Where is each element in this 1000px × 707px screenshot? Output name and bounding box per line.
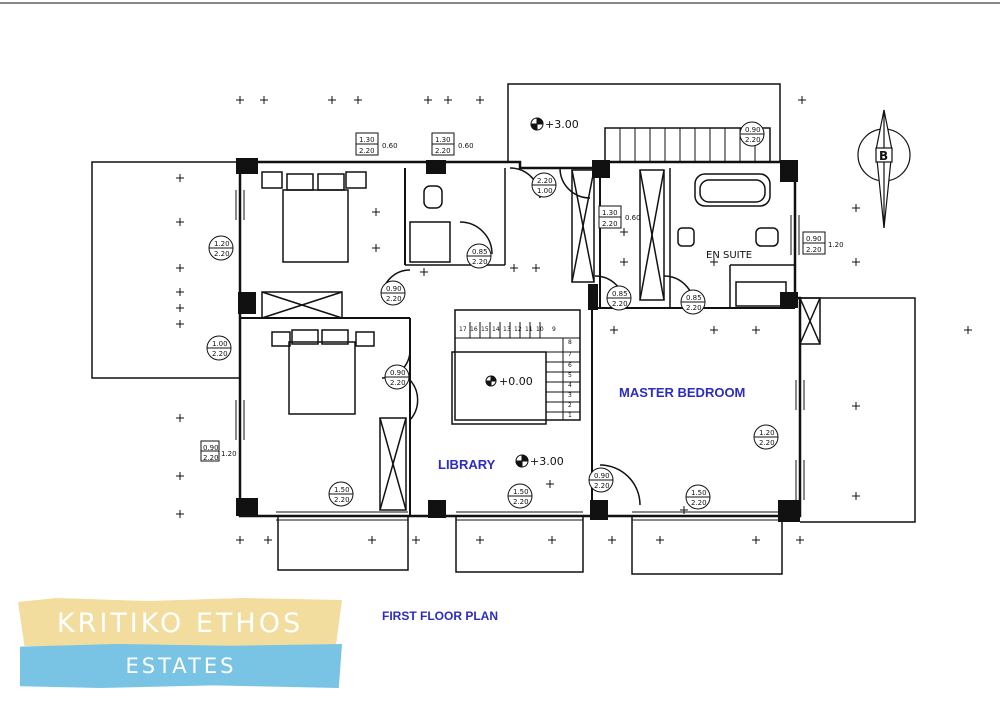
stair-num: 10	[536, 326, 544, 333]
tag-w13-b: 2.20	[759, 439, 775, 447]
tag-d1-b: 2.20	[472, 258, 488, 266]
library-label: LIBRARY	[438, 457, 496, 472]
stair-num: 2	[568, 402, 572, 409]
tag-w8-b: 2.20	[212, 350, 228, 358]
tag-w11-a: 1.50	[513, 488, 529, 496]
tag-d4-a: 0.85	[686, 294, 702, 302]
tag-d6-a: 0.90	[594, 472, 610, 480]
tag-w1-b: 2.20	[359, 147, 375, 155]
stair-num: 16	[470, 326, 478, 333]
tag-d3-a: 0.85	[612, 290, 628, 298]
tag-w11-b: 2.20	[513, 498, 529, 506]
tag-d6-b: 2.20	[594, 482, 610, 490]
stair-num: 1	[568, 412, 572, 419]
tag-w6-b: 2.20	[806, 246, 822, 254]
master-bedroom-label: MASTER BEDROOM	[619, 385, 746, 400]
stair-num: 8	[568, 339, 572, 346]
stair-num: 7	[568, 351, 572, 358]
stair-num: 4	[568, 382, 572, 389]
tag-w9-a: 0.90	[203, 444, 219, 452]
tag-w5-a: 1.30	[602, 209, 618, 217]
stair-num: 15	[481, 326, 489, 333]
bottom-balcony-left	[277, 515, 409, 571]
level-stair: +0.00	[499, 375, 533, 388]
stair-num: 11	[525, 326, 533, 333]
tag-w13-a: 1.20	[759, 429, 775, 437]
stair-num: 17	[459, 326, 467, 333]
tag-d5-a: 0.90	[390, 369, 406, 377]
stair-num: 14	[492, 326, 500, 333]
tag-d3-b: 2.20	[612, 300, 628, 308]
tag-w1-c: 0.60	[382, 142, 398, 150]
bed-top	[282, 189, 349, 263]
stair-num: 3	[568, 392, 572, 399]
tag-w4-b: 2.20	[745, 136, 761, 144]
tag-w7-b: 2.20	[214, 250, 230, 258]
plan-title: FIRST FLOOR PLAN	[382, 609, 498, 623]
tag-w9-c: 1.20	[221, 450, 237, 458]
logo-bottom-band: ESTATES	[20, 644, 342, 688]
tag-w4-a: 0.90	[745, 126, 761, 134]
tag-w3-b: 1.00	[537, 187, 553, 195]
stair-num: 13	[503, 326, 511, 333]
tag-w5-c: 0.60	[625, 214, 641, 222]
tag-w8-a: 1.00	[212, 340, 228, 348]
top-balcony	[507, 83, 781, 162]
tag-w7-a: 1.20	[214, 240, 230, 248]
tag-w2-a: 1.30	[435, 136, 451, 144]
compass-letter: B	[879, 149, 888, 163]
left-terrace	[91, 161, 240, 379]
stair-num: 5	[568, 372, 572, 379]
tag-d1-a: 0.85	[472, 248, 488, 256]
bed-bottom	[288, 341, 356, 415]
stairs-center	[454, 309, 581, 421]
tag-w5-b: 2.20	[602, 220, 618, 228]
tag-w6-c: 1.20	[828, 241, 844, 249]
tag-d5-b: 2.20	[390, 379, 406, 387]
logo-top-band: KRITIKO ETHOS	[18, 598, 342, 648]
tag-w9-b: 2.20	[203, 454, 219, 462]
north-arrow-icon	[857, 109, 911, 229]
stair-num: 12	[514, 326, 522, 333]
tag-d2-a: 0.90	[386, 285, 402, 293]
level-top: +3.00	[545, 118, 579, 131]
right-terrace	[800, 297, 916, 523]
company-logo: KRITIKO ETHOS ESTATES	[18, 598, 342, 690]
level-library: +3.00	[530, 455, 564, 468]
tag-w3-a: 2.20	[537, 177, 553, 185]
bottom-balcony-center	[455, 515, 584, 573]
tag-w2-c: 0.60	[458, 142, 474, 150]
tag-d2-b: 2.20	[386, 295, 402, 303]
logo-subtitle: ESTATES	[125, 654, 237, 678]
stairs-top	[604, 127, 771, 163]
en-suite-label: EN SUITE	[706, 250, 752, 261]
logo-name: KRITIKO ETHOS	[56, 607, 304, 639]
bottom-balcony-right	[631, 515, 783, 575]
tag-w6-a: 0.90	[806, 235, 822, 243]
tag-w12-b: 2.20	[691, 499, 707, 507]
bathtub	[694, 173, 771, 207]
stair-num: 9	[552, 326, 556, 333]
tag-w2-b: 2.20	[435, 147, 451, 155]
stair-num: 6	[568, 362, 572, 369]
tag-w12-a: 1.50	[691, 489, 707, 497]
tag-w10-b: 2.20	[334, 496, 350, 504]
tag-w10-a: 1.50	[334, 486, 350, 494]
tag-w1-a: 1.30	[359, 136, 375, 144]
tag-d4-b: 2.20	[686, 304, 702, 312]
